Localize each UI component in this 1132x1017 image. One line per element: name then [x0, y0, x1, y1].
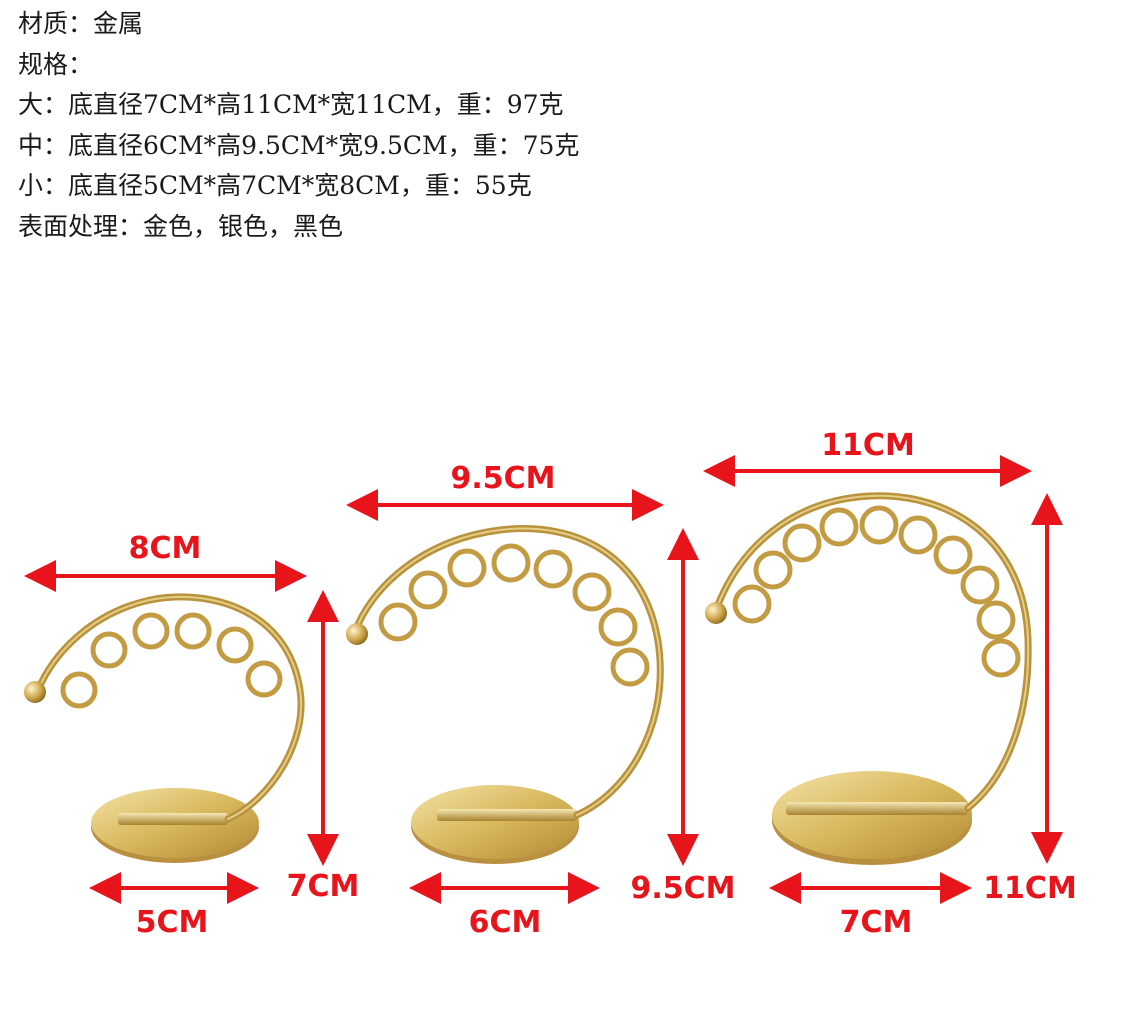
- ball-tip: [705, 602, 727, 624]
- spec-material: 材质：金属: [18, 9, 144, 38]
- ring-group: [378, 543, 650, 687]
- stand-foot-bar: [786, 802, 968, 815]
- spec-finish: 表面处理：金色，银色，黑色: [18, 211, 344, 241]
- spec-large: 大：底直径7CM*高11CM*宽11CM，重：97克: [18, 90, 564, 119]
- stand-foot-bar: [437, 809, 577, 821]
- ball-tip: [24, 681, 46, 703]
- base-label-small: 5CM: [136, 905, 209, 940]
- base-label-medium: 6CM: [469, 905, 542, 940]
- stand-foot-bar: [118, 813, 228, 825]
- spec-list: 材质：金属 规格： 大：底直径7CM*高11CM*宽11CM，重：97克 中：底…: [18, 4, 579, 247]
- spec-small: 小：底直径5CM*高7CM*宽8CM，重：55克: [18, 171, 532, 200]
- ball-tip: [346, 623, 368, 645]
- width-label-large: 11CM: [821, 428, 915, 463]
- stand-base-top: [411, 785, 579, 859]
- height-label-large: 11CM: [983, 871, 1077, 906]
- spec-medium: 中：底直径6CM*高9.5CM*宽9.5CM，重：75克: [18, 130, 580, 160]
- ring-group: [60, 612, 283, 709]
- height-label-small: 7CM: [287, 869, 360, 904]
- spec-heading: 规格：: [18, 49, 94, 79]
- stand-small: 8CM 7CM 5CM: [24, 531, 359, 940]
- width-label-small: 8CM: [129, 531, 202, 566]
- stand-medium: 9.5CM 9.5CM 6CM: [346, 461, 736, 940]
- ring-group: [732, 505, 1021, 678]
- stand-large: 11CM 11CM 7CM: [703, 428, 1077, 940]
- base-label-large: 7CM: [840, 905, 913, 940]
- height-label-medium: 9.5CM: [630, 871, 735, 906]
- width-label-medium: 9.5CM: [450, 461, 555, 496]
